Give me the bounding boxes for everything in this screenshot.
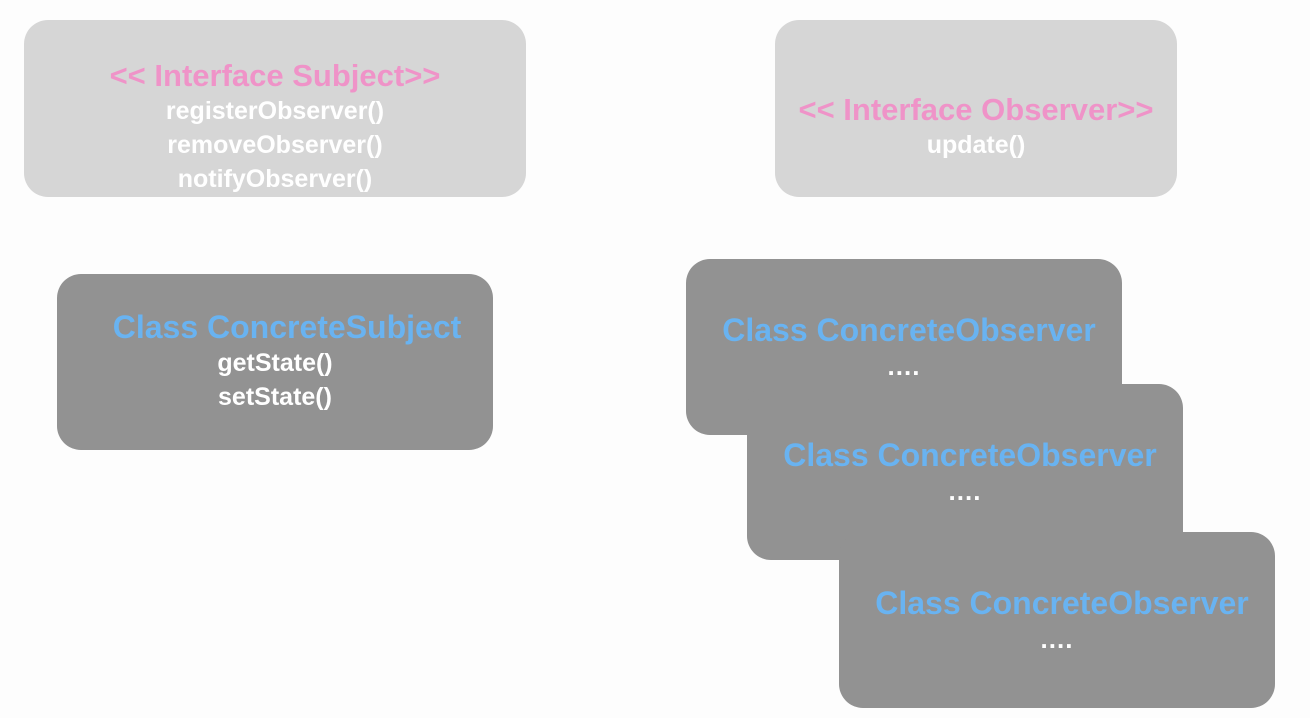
method-get-state: getState()	[217, 349, 333, 377]
method-register-observer: registerObserver()	[165, 97, 385, 125]
observer-interface-title: << Interface Observer>>	[798, 92, 1154, 127]
concrete-observer-ellipsis: ....	[948, 476, 982, 506]
concrete-observer-title: Class ConcreteObserver	[722, 312, 1096, 348]
concrete-observer-ellipsis: ....	[1040, 624, 1074, 654]
concrete-observer-title: Class ConcreteObserver	[783, 437, 1157, 473]
observer-interface-box: << Interface Observer>> update()	[775, 20, 1177, 197]
concrete-subject-title: Class ConcreteSubject	[112, 309, 462, 345]
subject-interface-title: << Interface Subject>>	[109, 58, 441, 93]
concrete-observer-box: Class ConcreteObserver ....	[747, 384, 1183, 560]
concrete-observer-title: Class ConcreteObserver	[875, 585, 1249, 621]
method-notify-observer: notifyObserver()	[177, 165, 373, 193]
concrete-subject-box: Class ConcreteSubject getState() setStat…	[57, 274, 493, 450]
method-set-state: setState()	[218, 383, 332, 411]
subject-interface-box: << Interface Subject>> registerObserver(…	[24, 20, 526, 197]
method-update: update()	[926, 131, 1026, 159]
concrete-observer-box: Class ConcreteObserver ....	[839, 532, 1275, 708]
concrete-observer-ellipsis: ....	[887, 351, 921, 381]
method-remove-observer: removeObserver()	[167, 131, 383, 159]
